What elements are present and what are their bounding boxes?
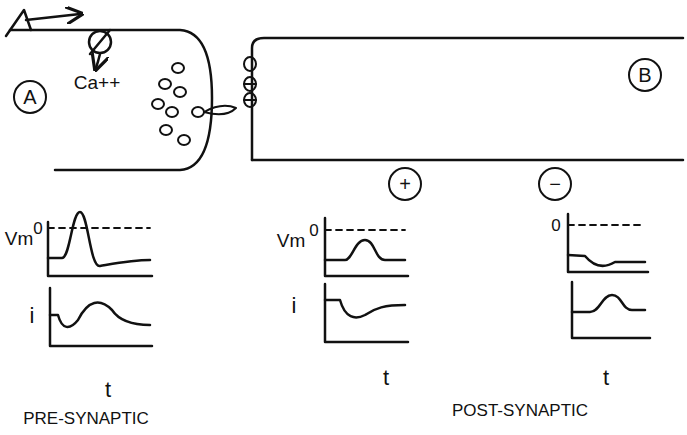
channel-slash <box>90 30 110 54</box>
vesicle <box>152 99 164 109</box>
vesicle <box>159 79 171 89</box>
ion-label: Ca++ <box>73 73 121 92</box>
axis <box>325 218 408 276</box>
axis-label: i <box>29 305 36 327</box>
current-trace <box>325 300 405 317</box>
propagation-arrow <box>26 14 80 20</box>
calcium-influx-arrow <box>96 54 100 68</box>
voltage-trace <box>325 240 405 260</box>
node-text: + <box>399 174 411 194</box>
current-trace <box>572 295 645 312</box>
vesicle <box>174 87 186 97</box>
current-trace <box>50 303 150 327</box>
receptors <box>244 57 256 107</box>
axis <box>568 214 648 272</box>
calcium-channel <box>89 31 111 53</box>
zero-line <box>568 224 645 226</box>
zero-line <box>48 227 150 229</box>
panel-caption: POST-SYNAPTIC <box>451 402 589 419</box>
axis <box>572 282 650 338</box>
panel-caption: PRE-SYNAPTIC <box>22 410 150 427</box>
axis-value: 0 <box>308 222 319 239</box>
axis-label: i <box>291 295 298 317</box>
axis <box>48 222 152 276</box>
axis-label: Vm <box>276 231 307 250</box>
voltage-trace <box>48 212 150 266</box>
postsynaptic-cell <box>252 38 683 160</box>
postsynaptic-cell <box>252 159 683 162</box>
vesicle <box>160 125 172 135</box>
vesicle <box>166 107 178 117</box>
axis-value: 0 <box>550 217 561 234</box>
circled-letter: B <box>628 58 662 92</box>
spike-scribble <box>6 10 31 36</box>
zero-line <box>325 229 405 231</box>
receptor-mark <box>244 84 256 100</box>
vesicle <box>172 63 184 73</box>
axis <box>325 284 408 342</box>
axis-label: t <box>382 367 390 389</box>
circled-letter: + <box>388 167 422 201</box>
voltage-trace <box>568 255 645 266</box>
vesicle <box>178 135 190 145</box>
presynaptic-terminal <box>10 30 212 170</box>
axis-label: Vm <box>4 229 35 248</box>
axis <box>50 288 152 346</box>
axis-label: t <box>602 367 610 389</box>
axis-value: 0 <box>32 220 43 237</box>
vesicle <box>192 107 204 117</box>
fusing-vesicle <box>204 106 236 115</box>
vesicles <box>152 63 236 145</box>
receptor <box>244 57 256 71</box>
node-text: B <box>638 65 651 85</box>
node-text: − <box>549 174 561 194</box>
axis-label: t <box>104 379 112 401</box>
circled-letter: A <box>13 80 47 114</box>
node-text: A <box>23 87 36 107</box>
circled-letter: − <box>538 167 572 201</box>
